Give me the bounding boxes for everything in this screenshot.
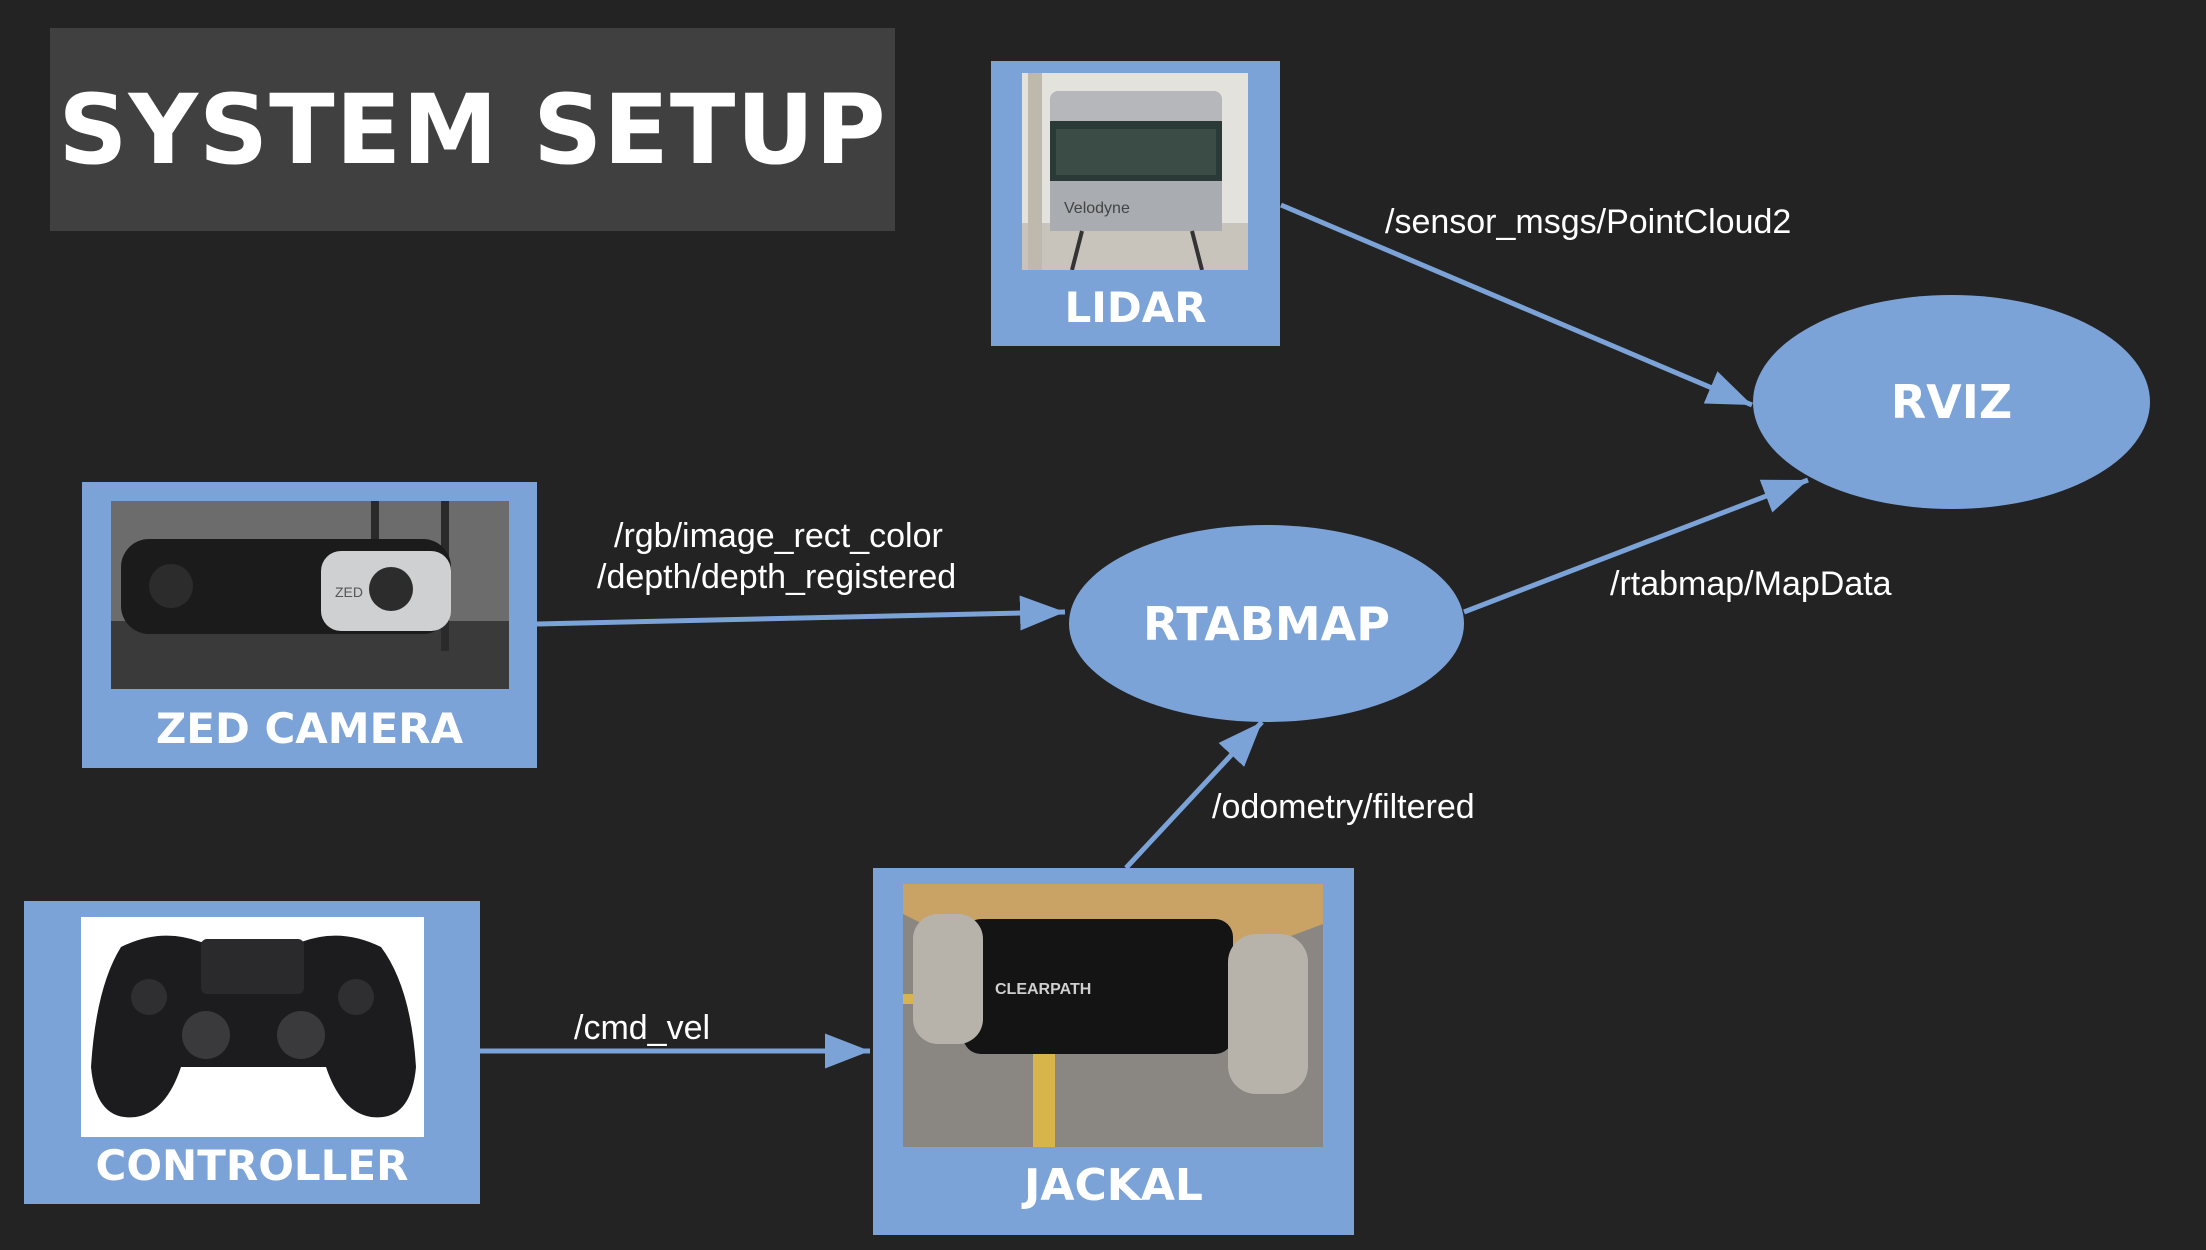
rviz-label: RVIZ xyxy=(1890,375,2013,429)
zed-camera-label: ZED CAMERA xyxy=(155,704,464,753)
gamepad-icon xyxy=(81,917,424,1137)
jackal-node: CLEARPATH JACKAL xyxy=(873,868,1354,1235)
zed-camera-node: ZED ZED CAMERA xyxy=(82,482,537,768)
zed-camera-icon: ZED xyxy=(111,501,509,689)
rtabmap-label: RTABMAP xyxy=(1143,596,1390,651)
title-box: SYSTEM SETUP xyxy=(50,28,895,231)
page-title: SYSTEM SETUP xyxy=(58,73,887,186)
lidar-node: Velodyne LIDAR xyxy=(991,61,1280,346)
edge-label-jackal-to-rtabmap: /odometry/filtered xyxy=(1212,788,1475,826)
zed-brand-text: ZED xyxy=(335,584,363,600)
edge-zed-to-rtabmap xyxy=(536,595,1066,631)
jackal-robot-icon: CLEARPATH xyxy=(903,884,1323,1147)
controller-node: CONTROLLER xyxy=(24,901,480,1204)
jackal-brand-text: CLEARPATH xyxy=(995,981,1091,998)
lidar-photo: Velodyne xyxy=(1022,73,1248,270)
zed-camera-photo: ZED xyxy=(111,501,509,689)
edge-label-controller-to-jackal: /cmd_vel xyxy=(574,1009,711,1047)
edge-rtabmap-to-rviz xyxy=(1463,477,1809,615)
lidar-label: LIDAR xyxy=(1064,283,1207,332)
rviz-node: RVIZ xyxy=(1753,295,2150,509)
jackal-label: JACKAL xyxy=(1024,1160,1203,1211)
jackal-photo: CLEARPATH xyxy=(903,884,1323,1147)
velodyne-lidar-icon: Velodyne xyxy=(1022,73,1248,270)
edge-label-rtabmap-to-rviz: /rtabmap/MapData xyxy=(1610,565,1892,603)
edge-label-zed-depth: /depth/depth_registered xyxy=(597,558,957,596)
rtabmap-node: RTABMAP xyxy=(1069,525,1464,722)
edge-label-zed-rgb: /rgb/image_rect_color xyxy=(614,517,943,555)
controller-label: CONTROLLER xyxy=(95,1141,409,1190)
edge-jackal-to-rtabmap xyxy=(1124,720,1264,870)
edge-label-lidar-to-rviz: /sensor_msgs/PointCloud2 xyxy=(1385,203,1792,241)
edge-lidar-to-rviz xyxy=(1280,202,1753,408)
lidar-brand-text: Velodyne xyxy=(1064,200,1130,217)
controller-photo xyxy=(81,917,424,1137)
